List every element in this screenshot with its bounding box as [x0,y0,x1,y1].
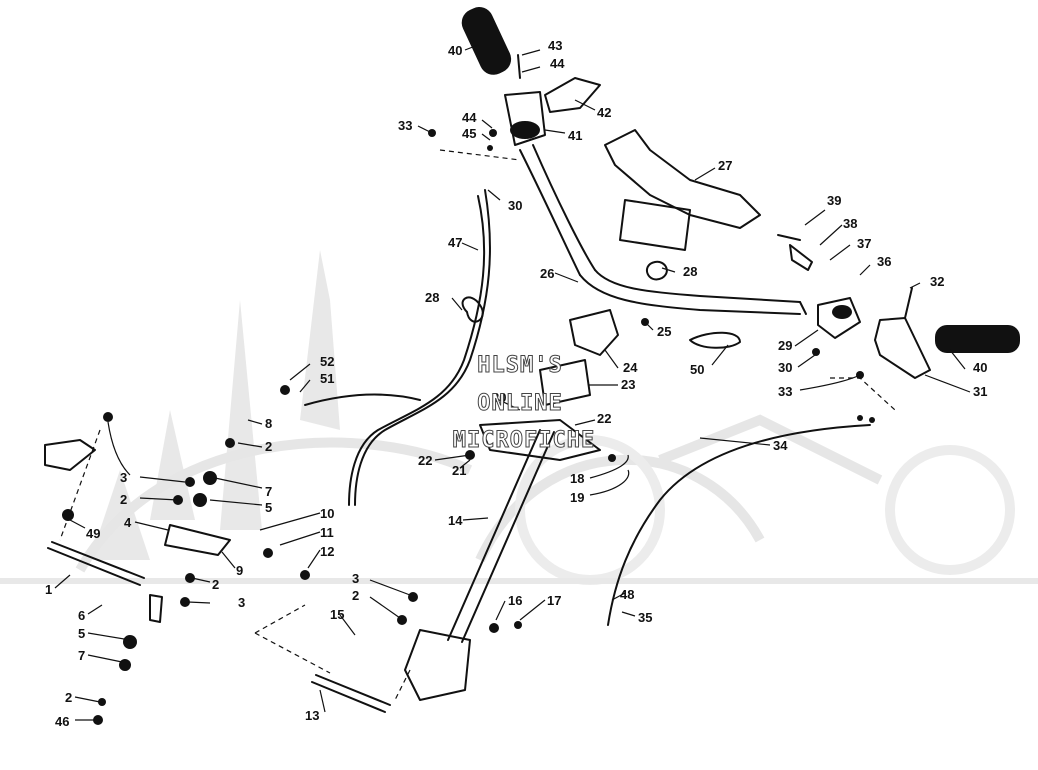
callout-15: 15 [330,607,344,622]
callout-12: 12 [320,544,334,559]
left-hand-controls [461,7,601,146]
callout-13: 13 [305,708,319,723]
callout-5: 5 [78,626,85,641]
callout-42: 42 [597,105,611,120]
callout-14: 14 [448,513,463,528]
callout-49: 49 [86,526,100,541]
callout-6: 6 [78,608,85,623]
callout-2: 2 [120,492,127,507]
callout-40: 40 [448,43,462,58]
callout-18: 18 [570,471,584,486]
callout-5: 5 [265,500,272,515]
callout-28: 28 [425,290,439,305]
callout-26: 26 [540,266,554,281]
callout-21: 21 [452,463,466,478]
callout-33: 33 [778,384,792,399]
callout-2: 2 [265,439,272,454]
callout-35: 35 [638,610,652,625]
watermark-line1: HLSM'S [477,353,562,378]
callout-47: 47 [448,235,462,250]
leader-lines [54,44,971,721]
callout-48: 48 [620,587,634,602]
callout-44: 44 [462,110,477,125]
callout-22: 22 [597,411,611,426]
callout-22: 22 [418,453,432,468]
watermark-artwork [0,250,1038,585]
callout-45: 45 [462,126,476,141]
callout-3: 3 [352,571,359,586]
hardware [62,129,875,725]
callout-11: 11 [320,525,334,540]
callout-7: 7 [265,484,272,499]
callout-29: 29 [778,338,792,353]
callout-50: 50 [690,362,704,377]
callout-34: 34 [773,438,788,453]
cables [304,189,871,626]
callout-43: 43 [548,38,562,53]
callout-27: 27 [718,158,732,173]
callout-39: 39 [827,193,841,208]
callout-28: 28 [683,264,697,279]
callout-20: 20 [492,390,506,405]
watermark-text: HLSM'S ONLINE MICROFICHE [452,353,595,454]
callout-40: 40 [973,360,987,375]
callout-25: 25 [657,324,671,339]
tie-rods [44,439,391,713]
callout-3: 3 [120,470,127,485]
callout-23: 23 [621,377,635,392]
callout-41: 41 [568,128,582,143]
callout-7: 7 [78,648,85,663]
callout-9: 9 [236,563,243,578]
callout-1: 1 [45,582,52,597]
callout-38: 38 [843,216,857,231]
callout-3: 3 [238,595,245,610]
callout-33: 33 [398,118,412,133]
watermark-line3: MICROFICHE [453,428,595,453]
callout-4: 4 [124,515,132,530]
callout-46: 46 [55,714,69,729]
callout-17: 17 [547,593,561,608]
callout-24: 24 [623,360,638,375]
callout-2: 2 [65,690,72,705]
watermark-line2: ONLINE [477,391,562,416]
callout-16: 16 [508,593,522,608]
callout-2: 2 [212,577,219,592]
callout-37: 37 [857,236,871,251]
callout-51: 51 [320,371,334,386]
callout-30: 30 [778,360,792,375]
callout-19: 19 [570,490,584,505]
callout-10: 10 [320,506,334,521]
callout-52: 52 [320,354,334,369]
callout-32: 32 [930,274,944,289]
handlebar-pad [604,129,761,281]
callout-2: 2 [352,588,359,603]
callout-8: 8 [265,416,272,431]
callout-31: 31 [973,384,987,399]
right-hand-controls [777,234,1020,379]
steering-post [404,309,619,701]
callout-44: 44 [550,56,565,71]
handlebar [519,144,807,315]
callout-30: 30 [508,198,522,213]
callout-36: 36 [877,254,891,269]
